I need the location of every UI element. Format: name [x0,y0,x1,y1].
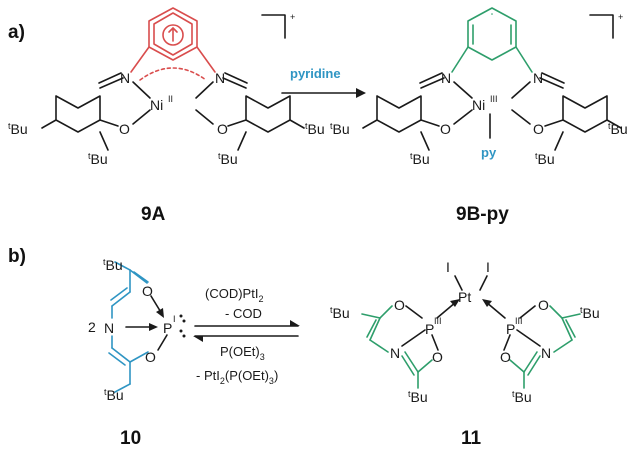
phenylene-ring-9b [467,7,517,61]
compound-9b-py-structure [362,7,622,151]
charge-9b: + [618,12,623,22]
compound-9a-structure [41,7,305,151]
radical-arrowhead-icon [168,27,178,33]
atom-p-left-11: P [425,321,434,337]
atom-n-right-9b: N [533,70,543,86]
ligand-py: py [481,145,497,160]
atom-o-left-lower-11: O [432,349,443,365]
tbu-group-9b-2: tBu [410,151,430,167]
right-aryl-ring-9a [245,95,291,133]
atom-n-left-9b: N [441,70,451,86]
tbu-group-10-bottom: tBu [104,387,124,403]
tbu-group-10-top: tBu [103,257,123,273]
atom-n-left-11: N [390,345,400,361]
atom-n-10: N [104,320,114,336]
ox-state-p-iii-left: III [434,316,442,326]
tbu-group-9b-4: tBu [535,151,555,167]
atom-p-10: P [163,320,172,336]
right-aryl-ring-9b [562,95,608,133]
compound-11-structure [361,275,581,389]
equilibrium-reverse-head [193,336,203,342]
condition-forward-1: (COD)PtI2 [205,286,263,304]
reagent-pyridine: pyridine [290,66,341,81]
atom-n-right-9a: N [215,70,225,86]
charge-bracket-9a [261,14,286,39]
tbu-group-9a-4: tBu [218,151,238,167]
atom-ni-9b: Ni [472,97,485,113]
condition-reverse-2: - PtI2(P(OEt)3) [196,368,278,386]
ox-state-p-iii-right: III [515,316,523,326]
atom-o-left-upper-11: O [394,297,405,313]
atom-p-right-11: P [506,321,515,337]
atom-o-bottom-10: O [145,349,156,365]
ox-state-ni-ii: II [168,94,173,104]
stoich-coefficient: 2 [88,319,96,335]
charge-bracket-9b [589,14,614,39]
tbu-group-9a-2: tBu [88,151,108,167]
reaction-arrowhead-a [356,88,366,98]
tbu-group-11-2: tBu [580,305,600,321]
tbu-group-9b-3: tBu [608,121,628,137]
ox-state-p-i: I [173,314,176,324]
compound-label-10: 10 [120,428,141,449]
delocalization-arc [139,67,207,81]
left-aryl-ring-9b [376,95,422,133]
atom-ni-9a: Ni [150,97,163,113]
tbu-group-9a-1: tBu [8,121,28,137]
atom-o-left-9b: O [440,121,451,137]
equilibrium-forward-head [290,320,300,326]
panel-label-b: b) [8,246,26,267]
atom-o-right-lower-11: O [500,349,511,365]
compound-label-11: 11 [461,428,482,449]
tbu-group-9b-1: tBu [330,121,350,137]
compound-label-9b-py: 9B-py [456,204,509,225]
tbu-group-11-1: tBu [330,305,350,321]
condition-reverse-1: P(OEt)3 [220,344,265,362]
tbu-group-11-3: tBu [408,389,428,405]
atom-o-right-upper-11: O [538,297,549,313]
left-aryl-ring-9a [55,95,101,133]
atom-o-right-9b: O [533,121,544,137]
panel-label-a: a) [8,22,25,43]
phenylene-inner-ring-9a [153,12,193,56]
atom-i-right-11: I [486,259,490,275]
atom-n-left-9a: N [120,70,130,86]
atom-o-top-10: O [142,283,153,299]
radical-circle-icon [162,24,184,46]
condition-forward-2: - COD [225,306,262,321]
atom-pt-11: Pt [458,289,471,305]
tbu-group-11-4: tBu [512,389,532,405]
ox-state-ni-iii: III [490,94,498,104]
atom-o-left-9a: O [119,121,130,137]
tbu-group-9a-3: tBu [305,121,325,137]
compound-label-9a: 9A [141,204,166,225]
atom-o-right-9a: O [217,121,228,137]
atom-n-right-11: N [541,345,551,361]
atom-i-left-11: I [446,259,450,275]
compound-10-structure [108,261,186,393]
charge-9a: + [290,12,295,22]
